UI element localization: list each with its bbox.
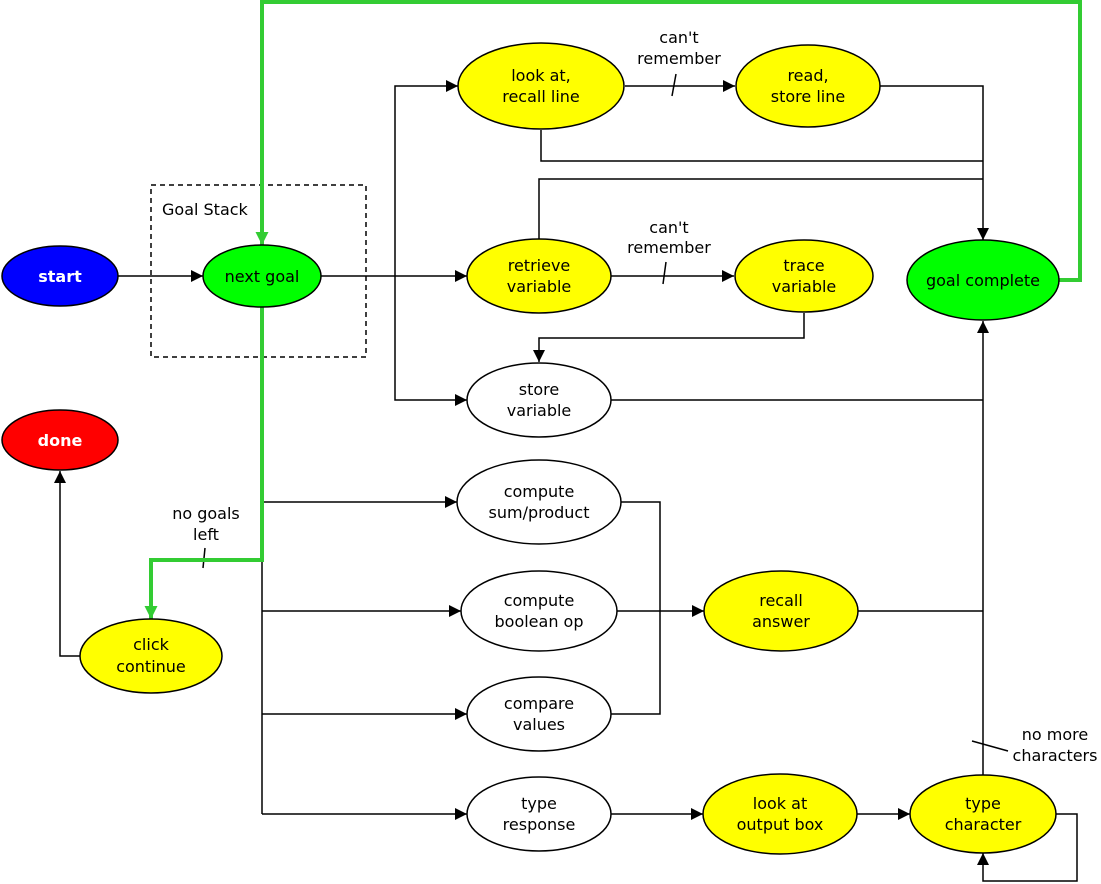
svg-text:variable: variable [772,277,837,296]
node-goal-complete: goal complete [906,239,1060,321]
svg-text:compare: compare [504,694,574,713]
svg-text:characters: characters [1013,746,1098,765]
svg-text:goal complete: goal complete [926,271,1040,290]
svg-text:answer: answer [752,612,810,631]
node-read-store-line: read, store line [735,44,881,128]
label-no-more-characters: no more characters [1013,725,1098,765]
label-no-goals-left: no goals left [172,504,240,544]
svg-text:no more: no more [1022,725,1088,744]
svg-text:read,: read, [787,66,828,85]
svg-text:variable: variable [507,401,572,420]
svg-text:variable: variable [507,277,572,296]
svg-text:type: type [521,794,557,813]
edge-read-goal-complete [880,85,989,240]
node-store-variable: store variable [466,362,612,438]
node-look-at-recall-line: look at, recall line [457,42,625,130]
svg-text:response: response [503,815,576,834]
svg-text:left: left [193,525,219,544]
node-next-goal: next goal [202,244,322,308]
edge-goal-complete-next-goal [255,0,1082,282]
node-compute-sum-product: compute sum/product [456,459,622,545]
goal-stack-box [150,184,367,358]
svg-text:values: values [513,715,565,734]
svg-text:remember: remember [627,238,711,257]
svg-text:sum/product: sum/product [489,503,590,522]
svg-text:continue: continue [116,657,186,676]
svg-text:boolean op: boolean op [495,612,584,631]
edge-trace-store [533,313,805,362]
edge-next-goal-click-continue [144,307,264,619]
label-cant-remember-2: can't remember [627,218,711,257]
svg-text:recall line: recall line [502,87,580,106]
goal-stack-label: Goal Stack [162,200,249,219]
svg-text:compute: compute [504,591,575,610]
svg-text:look at,: look at, [511,66,571,85]
label-cant-remember-1: can't remember [637,28,721,68]
node-trace-variable: trace variable [734,239,874,313]
node-compute-boolean-op: compute boolean op [460,570,618,652]
tick-no-more-characters [971,740,1009,752]
svg-text:type: type [965,794,1001,813]
svg-text:recall: recall [759,591,803,610]
svg-text:compute: compute [504,482,575,501]
node-type-response: type response [466,776,612,852]
edge-to-store-variable [394,276,467,406]
edge-look-at-bottom [540,130,983,162]
svg-text:start: start [38,267,82,286]
svg-text:store: store [519,380,559,399]
tick-cant-remember-1 [671,73,677,97]
svg-text:can't: can't [649,218,688,237]
svg-text:output box: output box [737,815,824,834]
node-done: done [1,409,119,471]
edge-type-char-loop [977,813,1078,882]
svg-text:no goals: no goals [172,504,240,523]
edge-click-continue-done [54,471,81,657]
node-click-continue: click continue [79,618,223,694]
svg-text:trace: trace [783,256,824,275]
node-look-at-output-box: look at output box [702,773,858,855]
node-type-character: type character [909,774,1057,854]
svg-text:character: character [945,815,1022,834]
edge-sum-merge [611,501,661,715]
svg-text:retrieve: retrieve [508,256,571,275]
svg-text:store line: store line [771,87,845,106]
node-recall-answer: recall answer [703,570,859,652]
svg-text:can't: can't [659,28,698,47]
svg-text:click: click [133,635,169,654]
node-retrieve-variable: retrieve variable [466,238,612,314]
edge-retrieve-top [538,178,983,239]
svg-text:look at: look at [753,794,807,813]
svg-text:remember: remember [637,49,721,68]
node-start: start [1,245,119,307]
svg-text:next goal: next goal [225,267,300,286]
tick-cant-remember-2 [662,261,667,285]
svg-text:done: done [38,431,83,450]
edge-to-look-at [394,80,458,276]
node-compare-values: compare values [466,676,612,752]
